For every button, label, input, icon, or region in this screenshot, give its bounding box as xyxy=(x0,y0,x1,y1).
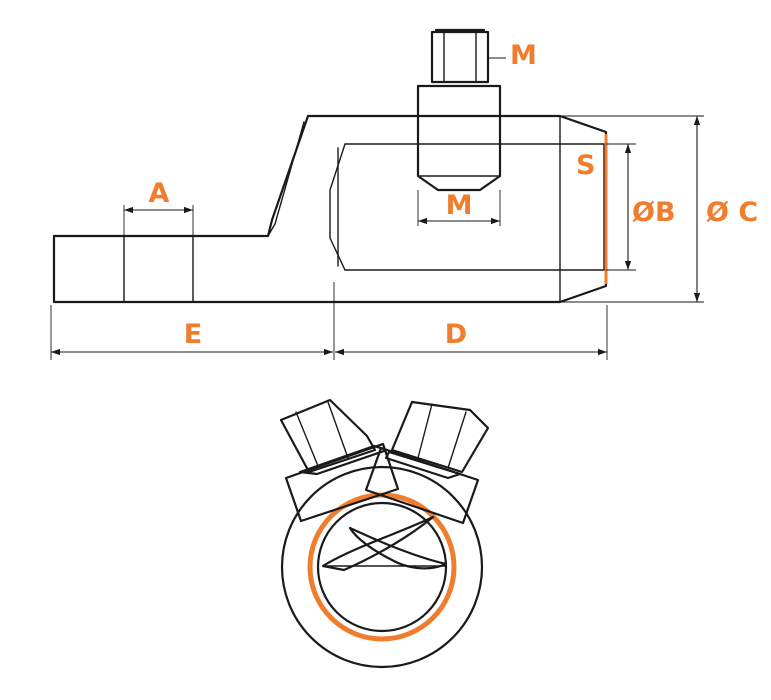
label-b: ØB xyxy=(632,197,676,228)
label-m-nut: M xyxy=(510,40,537,71)
label-m-screw: M xyxy=(446,190,473,221)
side-view: A M M S ØB Ø C E D xyxy=(50,28,758,360)
end-view-bore xyxy=(316,501,448,633)
bolt-tip-left xyxy=(321,515,435,572)
label-d: D xyxy=(445,319,467,350)
shoulder-inner-line xyxy=(267,121,305,237)
hex-head xyxy=(430,28,490,84)
label-s: S xyxy=(576,150,595,181)
right-bolt xyxy=(364,400,490,525)
label-c: Ø C xyxy=(706,197,758,228)
label-a: A xyxy=(149,178,170,209)
lug-body-outline xyxy=(52,114,608,304)
label-e: E xyxy=(184,319,202,350)
end-view xyxy=(279,398,490,669)
barrel-bore xyxy=(329,143,605,271)
end-view-outer-circle xyxy=(280,465,484,669)
bolt-body xyxy=(416,84,502,192)
bolt-tip-right xyxy=(348,526,448,570)
